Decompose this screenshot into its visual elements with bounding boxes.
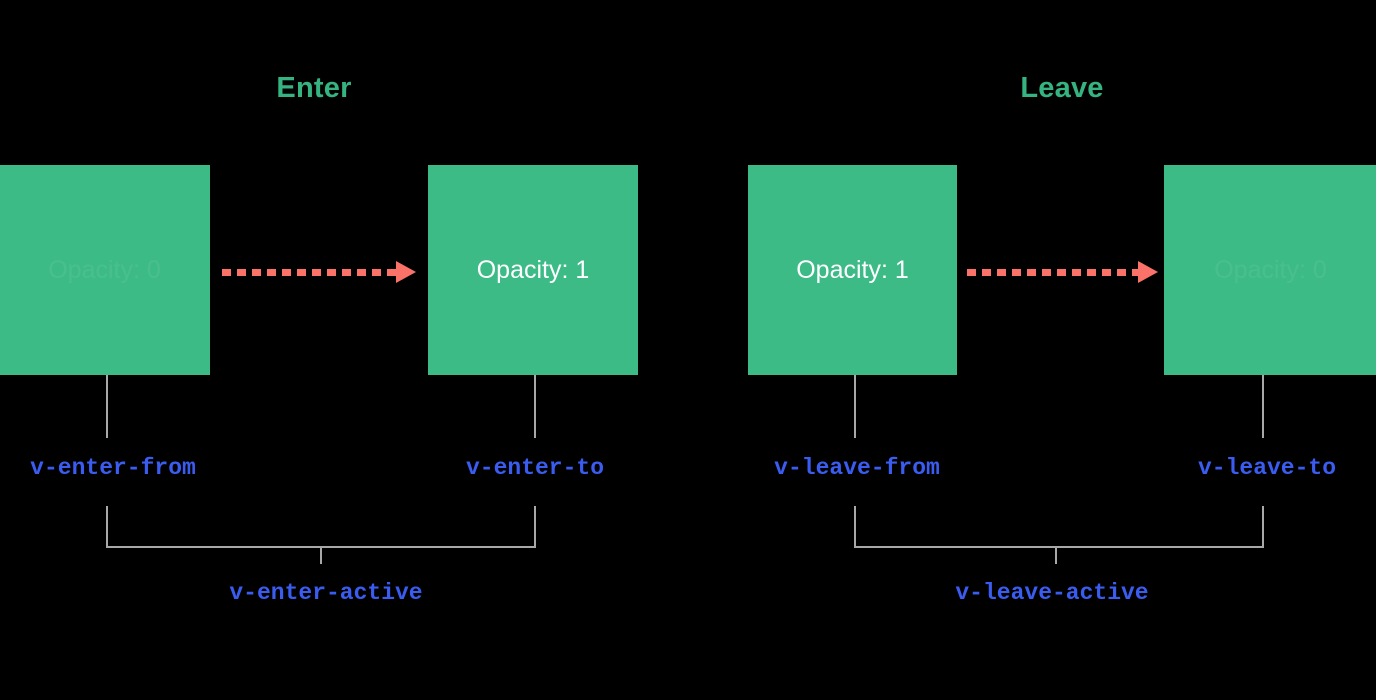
active-bracket-stem-enter [320,546,322,564]
opacity-value-leave-from: Opacity: 1 [796,255,909,284]
opacity-value-enter-from: Opacity: 0 [48,255,161,284]
state-box-enter-from: Opacity: 0 [0,165,210,375]
arrow-shaft-leave [967,268,1139,276]
active-bracket-leave [854,506,1264,548]
class-label-v-leave-active: v-leave-active [955,580,1149,606]
connector-tick-leave-to [1262,375,1264,438]
state-box-leave-from: Opacity: 1 [748,165,957,375]
connector-tick-enter-from [106,375,108,438]
transition-arrow-leave [967,261,1158,283]
opacity-value-leave-to: Opacity: 0 [1214,255,1327,284]
class-label-v-leave-from: v-leave-from [774,455,940,481]
state-box-enter-to: Opacity: 1 [428,165,638,375]
active-bracket-stem-leave [1055,546,1057,564]
class-label-v-enter-from: v-enter-from [30,455,196,481]
opacity-value-enter-to: Opacity: 1 [476,255,590,284]
state-box-leave-to: Opacity: 0 [1164,165,1376,375]
active-bracket-enter [106,506,536,548]
transition-arrow-enter [222,261,416,283]
section-title-enter: Enter [276,72,352,104]
arrow-shaft-enter [222,268,397,276]
class-label-v-enter-to: v-enter-to [465,455,605,481]
connector-tick-leave-from [854,375,856,438]
section-title-leave: Leave [1020,72,1104,104]
arrow-head-enter [396,261,416,283]
class-label-v-enter-active: v-enter-active [229,580,423,606]
arrow-head-leave [1138,261,1158,283]
class-label-v-leave-to: v-leave-to [1197,455,1337,481]
connector-tick-enter-to [534,375,536,438]
